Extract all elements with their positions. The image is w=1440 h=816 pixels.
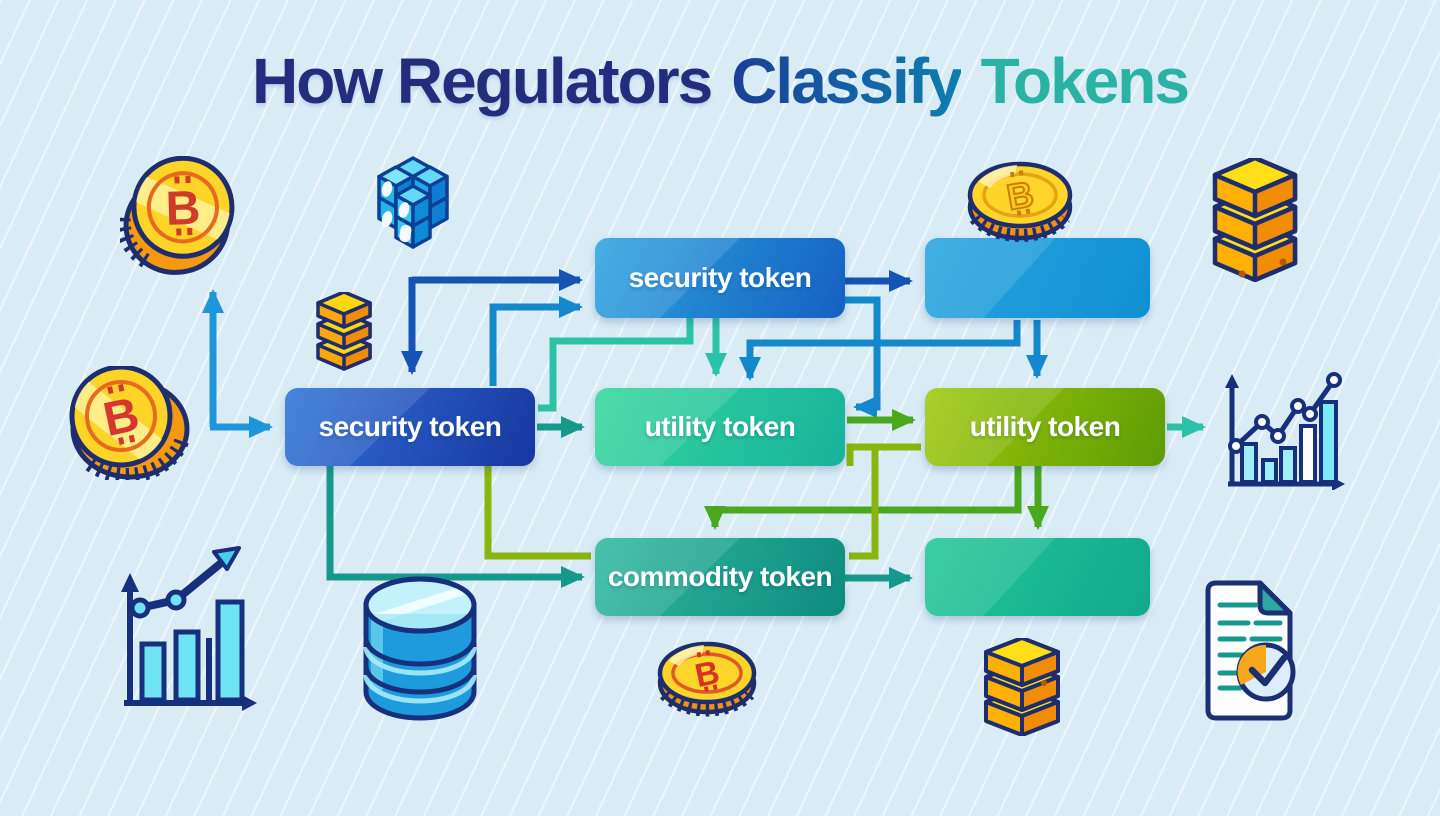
node-label: commodity token: [607, 561, 833, 592]
connector-green-group: [704, 409, 1049, 530]
node-label: security token: [318, 411, 502, 442]
bitcoin-coin-large-icon: B: [69, 366, 190, 480]
connector-navy-junction: [401, 269, 913, 375]
connector-teal-group: [538, 318, 1206, 438]
document-check-icon: [1205, 580, 1296, 721]
node-label: utility token: [644, 411, 796, 442]
flat-gold-coin-small-icon: B: [657, 641, 757, 717]
node-unlabeled-bottom-right: [925, 538, 1150, 616]
node-unlabeled-top-right: [925, 238, 1150, 318]
connector-olive-group: [484, 443, 921, 560]
node-commodity-token: commodity token: [595, 538, 845, 616]
gold-bar-stack-icon: [1212, 158, 1298, 282]
node-utility-token-right: utility token: [925, 388, 1165, 466]
bar-chart-growth-icon: [121, 546, 257, 711]
node-security-token-mid: security token: [285, 388, 535, 466]
node-label: utility token: [969, 411, 1121, 442]
node-utility-token-mid: utility token: [595, 388, 845, 466]
connector-blue-group: [489, 296, 1048, 418]
title-part-3: Tokens: [980, 45, 1190, 117]
connector-seagreen-group: [326, 416, 913, 589]
gold-coin-stack-small-icon: [316, 292, 372, 371]
connector-coin-elbow: [202, 289, 273, 438]
blue-database-icon: [363, 576, 477, 721]
title-part-2: Classify: [731, 45, 962, 117]
bitcoin-coin-icon: B: [120, 156, 240, 275]
cube-cluster-icon: [377, 156, 449, 249]
svg-text:B: B: [165, 182, 202, 236]
line-bar-chart-icon: [1225, 372, 1345, 490]
node-label: security token: [628, 262, 812, 293]
flat-gold-coin-icon: B: [967, 161, 1073, 242]
node-security-token-top: security token: [595, 238, 845, 318]
gold-bar-stack-small-icon: [984, 638, 1060, 736]
title-part-1: How Regulators: [252, 45, 713, 117]
